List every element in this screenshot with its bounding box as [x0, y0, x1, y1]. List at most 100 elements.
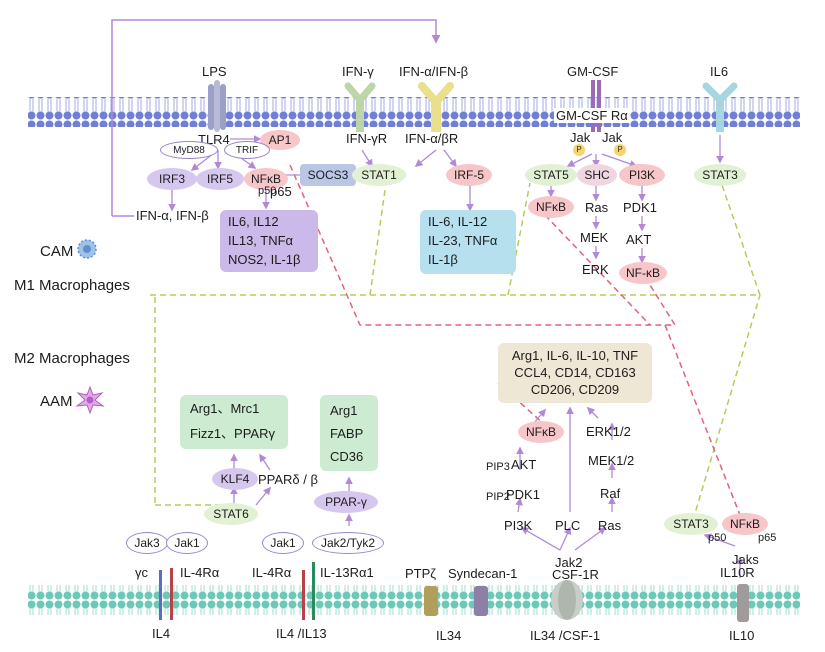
ifnabr-label: IFN-α/βR	[405, 131, 459, 146]
myd88-node: MyD88	[160, 141, 218, 159]
nfkb-node: NFκB	[244, 168, 288, 190]
ppard-label: PPARδ / β	[258, 472, 318, 487]
m1-teal-line-1: IL-6, IL-12	[428, 214, 488, 229]
il13ra1-label: IL-13Rα1	[320, 565, 374, 580]
pi3k-node: PI3K	[619, 164, 665, 186]
p65-m2-label: p65	[758, 532, 777, 544]
erk-label: ERK	[582, 262, 609, 277]
pparg-node: PPAR-γ	[314, 491, 378, 513]
mek-label: MEK	[580, 230, 609, 245]
stat3-m2-node: STAT3	[664, 513, 718, 535]
tlr4-receptor	[208, 80, 226, 132]
erk12-label: ERK1/2	[586, 424, 631, 439]
il6-receptor	[702, 82, 738, 132]
jak2-tyk2-node: Jak2/Tyk2	[312, 532, 384, 554]
m1-teal-line-2: IL-23, TNFα	[428, 233, 498, 248]
pdk1-m1-label: PDK1	[623, 200, 657, 215]
ap1-node: AP1	[260, 130, 300, 150]
ptpz-label: PTPζ	[405, 566, 437, 581]
plc-label: PLC	[555, 518, 581, 533]
ifngr-label: IFN-γR	[346, 131, 388, 146]
raf-label: Raf	[600, 486, 621, 501]
m2-box-right: Arg1, IL-6, IL-10, TNF CCL4, CD14, CD163…	[498, 343, 652, 403]
ras-m1-label: Ras	[585, 200, 609, 215]
jak3-node: Jak3	[126, 532, 168, 554]
stat1-node: STAT1	[352, 164, 406, 186]
m1-cytokine-box-teal: IL-6, IL-12 IL-23, TNFα IL-1β	[420, 210, 516, 274]
nfkb-akt-node: NF-κB	[619, 262, 667, 284]
m2-box-mid: Arg1 FABP CD36	[320, 395, 378, 471]
lps-label: LPS	[202, 64, 227, 79]
nfkb-il10-node: NFκB	[722, 513, 768, 535]
irf5-node: IRF5	[196, 168, 244, 190]
m2-right-line-1: Arg1, IL-6, IL-10, TNF	[511, 348, 639, 363]
m2-macrophages-label: M2 Macrophages	[14, 350, 130, 367]
il4ra-left-label: IL-4Rα	[180, 565, 220, 580]
gmcsf-receptor	[591, 80, 601, 132]
stat6-node: STAT6	[204, 503, 258, 525]
m1-purple-line-2: IL13, TNFα	[228, 233, 294, 248]
irf3-node: IRF3	[147, 168, 197, 190]
m2-right-line-3: CD206, CD209	[530, 382, 620, 397]
jak-right-label: Jak	[602, 130, 623, 145]
stat5-node: STAT5	[525, 164, 577, 186]
m1-purple-line-3: NOS2, IL-1β	[228, 252, 301, 267]
syndecan-label: Syndecan-1	[448, 566, 518, 581]
akt-m2-label: AKT	[511, 457, 537, 472]
shc-node: SHC	[577, 164, 617, 186]
il10r-label: IL10R	[720, 565, 755, 580]
aam-cell-icon	[74, 384, 106, 416]
m1-teal-line-3: IL-1β	[428, 252, 458, 267]
ifnab-label: IFN-α/IFN-β	[399, 64, 469, 79]
m2-mid-line-2: FABP	[330, 426, 364, 441]
il6-label: IL6	[710, 64, 729, 79]
jaks-label: Jaks	[732, 552, 759, 567]
m2-mid-line-1: Arg1	[330, 403, 358, 418]
p65-label: p65	[270, 184, 292, 199]
m2-right-line-2: CCL4, CD14, CD163	[514, 365, 636, 380]
m2-left-line-1: Arg1、Mrc1	[190, 401, 260, 416]
klf4-node: KLF4	[212, 468, 258, 490]
gmcsfr-label: GM-CSF Rα	[554, 108, 630, 123]
cam-label: CAM	[40, 243, 74, 260]
trif-node: TRIF	[224, 141, 270, 159]
jak2-label: Jak2	[555, 555, 583, 570]
il4ra-right-label: IL-4Rα	[252, 565, 292, 580]
m1-purple-line-1: IL6, IL12	[228, 214, 279, 229]
pip2-label: PIP2	[486, 491, 510, 503]
il34csf1-label: IL34 /CSF-1	[530, 628, 601, 643]
socs3-node: SOCS3	[300, 164, 356, 186]
pip3-label: PIP3	[486, 461, 510, 473]
m2-box-left: Arg1、Mrc1 Fizz1、PPARγ	[180, 395, 288, 449]
ifng-receptor	[344, 82, 376, 132]
m1-cytokine-box-purple: IL6, IL12 IL13, TNFα NOS2, IL-1β	[220, 210, 318, 272]
m2-left-line-2: Fizz1、PPARγ	[190, 426, 275, 441]
jak1-left-node: Jak1	[166, 532, 208, 554]
m1-macrophages-label: M1 Macrophages	[14, 277, 130, 294]
pdk1-m2-label: PDK1	[506, 487, 540, 502]
irf5b-node: IRF-5	[446, 164, 492, 186]
bottom-membrane	[28, 585, 800, 615]
jak1-right-node: Jak1	[262, 532, 304, 554]
nfkb-gm-node: NFκB	[528, 196, 574, 218]
phospho-chip-left: P	[573, 144, 585, 156]
ifng-label: IFN-γ	[342, 64, 374, 79]
phospho-chip-right: P	[614, 144, 626, 156]
pi3k-m2-label: PI3K	[504, 518, 533, 533]
gc-label: γc	[135, 565, 148, 580]
p50-m2-label: p50	[708, 532, 727, 544]
ifn-output-label: IFN-α, IFN-β	[136, 208, 209, 223]
il10-label: IL10	[729, 628, 755, 643]
il4-label: IL4	[152, 626, 171, 641]
stat3-m1-node: STAT3	[694, 164, 746, 186]
m2-mid-line-3: CD36	[330, 449, 364, 464]
aam-label: AAM	[40, 393, 73, 410]
mek12-label: MEK1/2	[588, 453, 635, 468]
il4il13-label: IL4 /IL13	[276, 626, 327, 641]
jak-left-label: Jak	[570, 130, 591, 145]
gmcsf-label: GM-CSF	[567, 64, 619, 79]
il34-label: IL34	[436, 628, 462, 643]
top-membrane	[28, 97, 800, 127]
